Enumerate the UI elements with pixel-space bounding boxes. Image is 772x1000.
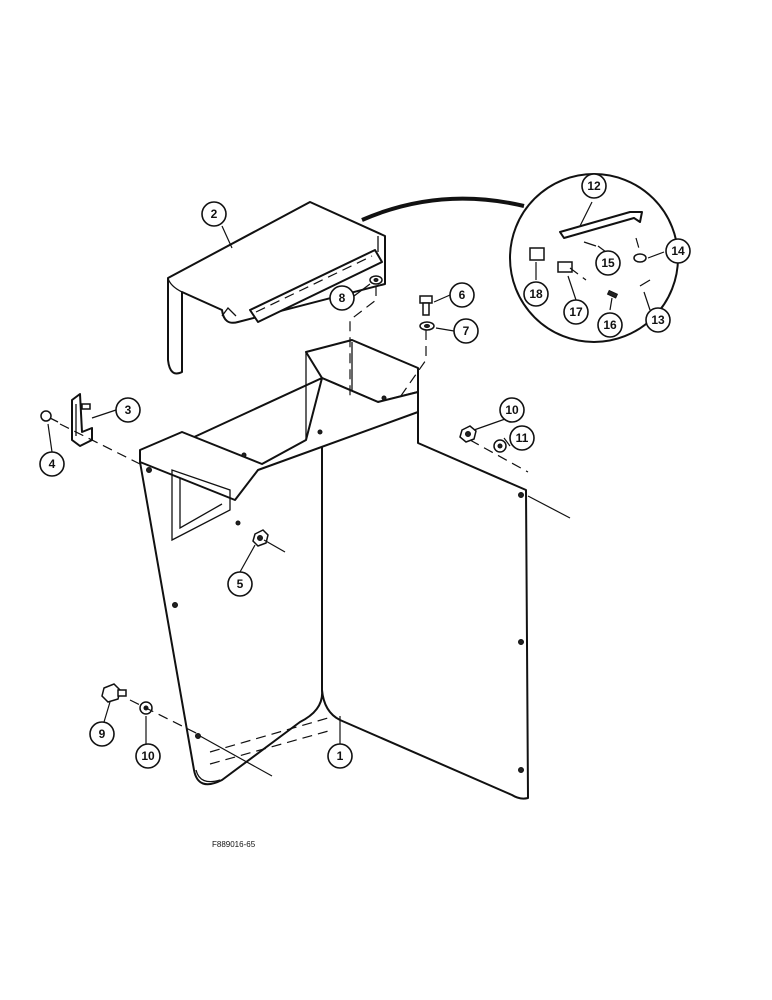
callout-label: 2 <box>211 207 218 221</box>
callout-label: 11 <box>516 431 529 445</box>
main-panel-part <box>139 339 529 800</box>
callout-leaders <box>47 201 665 744</box>
callout-label: 18 <box>529 287 543 301</box>
callout-label: 15 <box>601 256 615 270</box>
callout-11: 11 <box>509 425 535 451</box>
callout-label: 17 <box>569 305 583 319</box>
callout-label: 1 <box>337 749 344 763</box>
callout-12: 12 <box>581 173 607 199</box>
callout-label: 10 <box>141 749 155 763</box>
washer-part-11 <box>493 439 507 453</box>
callout-17: 17 <box>563 299 589 325</box>
callout-16: 16 <box>597 312 623 338</box>
callout-label: 3 <box>125 403 132 417</box>
callout-1: 1 <box>327 743 353 769</box>
callout-15: 15 <box>595 250 621 276</box>
callout-label: 6 <box>459 288 466 302</box>
callout-7: 7 <box>453 318 479 344</box>
callout-18: 18 <box>523 281 549 307</box>
callout-9: 9 <box>89 721 115 747</box>
callout-label: 13 <box>651 313 665 327</box>
nut-part-10-upper <box>459 425 477 443</box>
screw-part-4 <box>40 410 59 423</box>
callout-14: 14 <box>665 238 691 264</box>
callout-label: 14 <box>671 244 685 258</box>
callout-label: 8 <box>339 291 346 305</box>
callout-label: 4 <box>49 457 56 471</box>
callout-3: 3 <box>115 397 141 423</box>
washer-part-7 <box>419 321 435 331</box>
callout-8: 8 <box>329 285 355 311</box>
callout-2: 2 <box>201 201 227 227</box>
callout-6: 6 <box>449 282 475 308</box>
callout-label: 10 <box>505 403 519 417</box>
callout-5: 5 <box>227 571 253 597</box>
callout-label: 12 <box>587 179 601 193</box>
detail-inset <box>361 173 679 343</box>
callout-4: 4 <box>39 451 65 477</box>
figure-code: F889016-65 <box>212 840 256 849</box>
callout-label: 16 <box>603 318 617 332</box>
callout-10-lower: 10 <box>135 743 161 769</box>
nut-part-5 <box>252 529 269 547</box>
bolt-part-6 <box>419 295 433 316</box>
callout-label: 7 <box>463 324 470 338</box>
nut-part-8 <box>369 275 383 285</box>
hinged-cover-part <box>167 201 386 375</box>
callout-label: 5 <box>237 577 244 591</box>
callout-10-upper: 10 <box>499 397 525 423</box>
callout-13: 13 <box>645 307 671 333</box>
bolt-part-9 <box>101 683 127 703</box>
callout-label: 9 <box>99 727 106 741</box>
